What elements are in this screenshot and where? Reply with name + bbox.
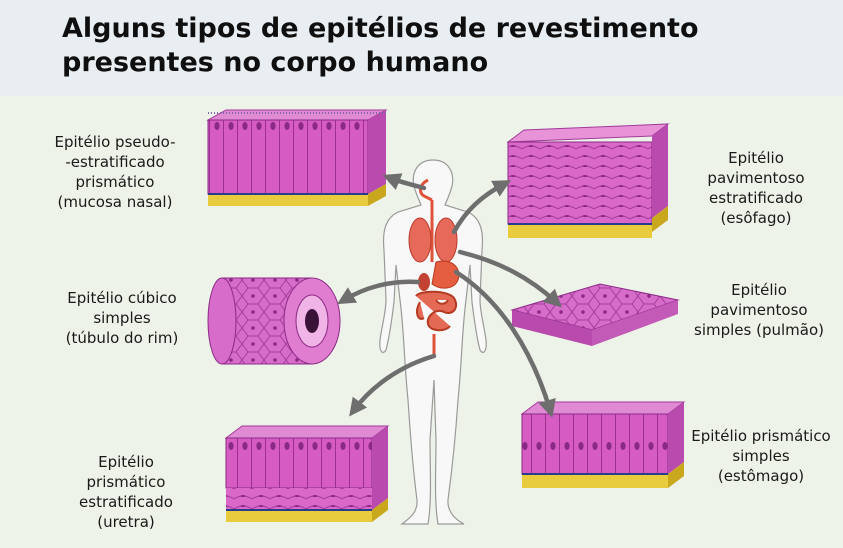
- tube-cuboidal: [208, 278, 340, 364]
- human-body: [380, 160, 486, 524]
- label-columnar-simple: Epitélio prismático simples (estômago): [680, 426, 842, 486]
- label-squamous-stratified: Epitélio pavimentoso estratificado (esôf…: [676, 148, 836, 228]
- left-lung: [409, 218, 431, 262]
- right-lung: [435, 218, 457, 262]
- label-pseudostratified: Epitélio pseudo- -estratificado prismáti…: [30, 132, 200, 212]
- label-columnar-stratified: Epitélio prismático estratificado (uretr…: [56, 452, 196, 532]
- block-columnar-stratified: [226, 426, 388, 522]
- label-cuboidal-simple: Epitélio cúbico simples (túbulo do rim): [42, 288, 202, 348]
- stomach: [432, 261, 459, 288]
- block-columnar-simple: [522, 402, 684, 488]
- label-squamous-simple: Epitélio pavimentoso simples (pulmão): [676, 280, 842, 340]
- block-pseudostratified: [208, 110, 386, 206]
- arrow-to-columnar-simple: [456, 272, 550, 410]
- sheet-squamous-simple: [512, 284, 678, 346]
- block-squamous-stratified: [508, 124, 668, 238]
